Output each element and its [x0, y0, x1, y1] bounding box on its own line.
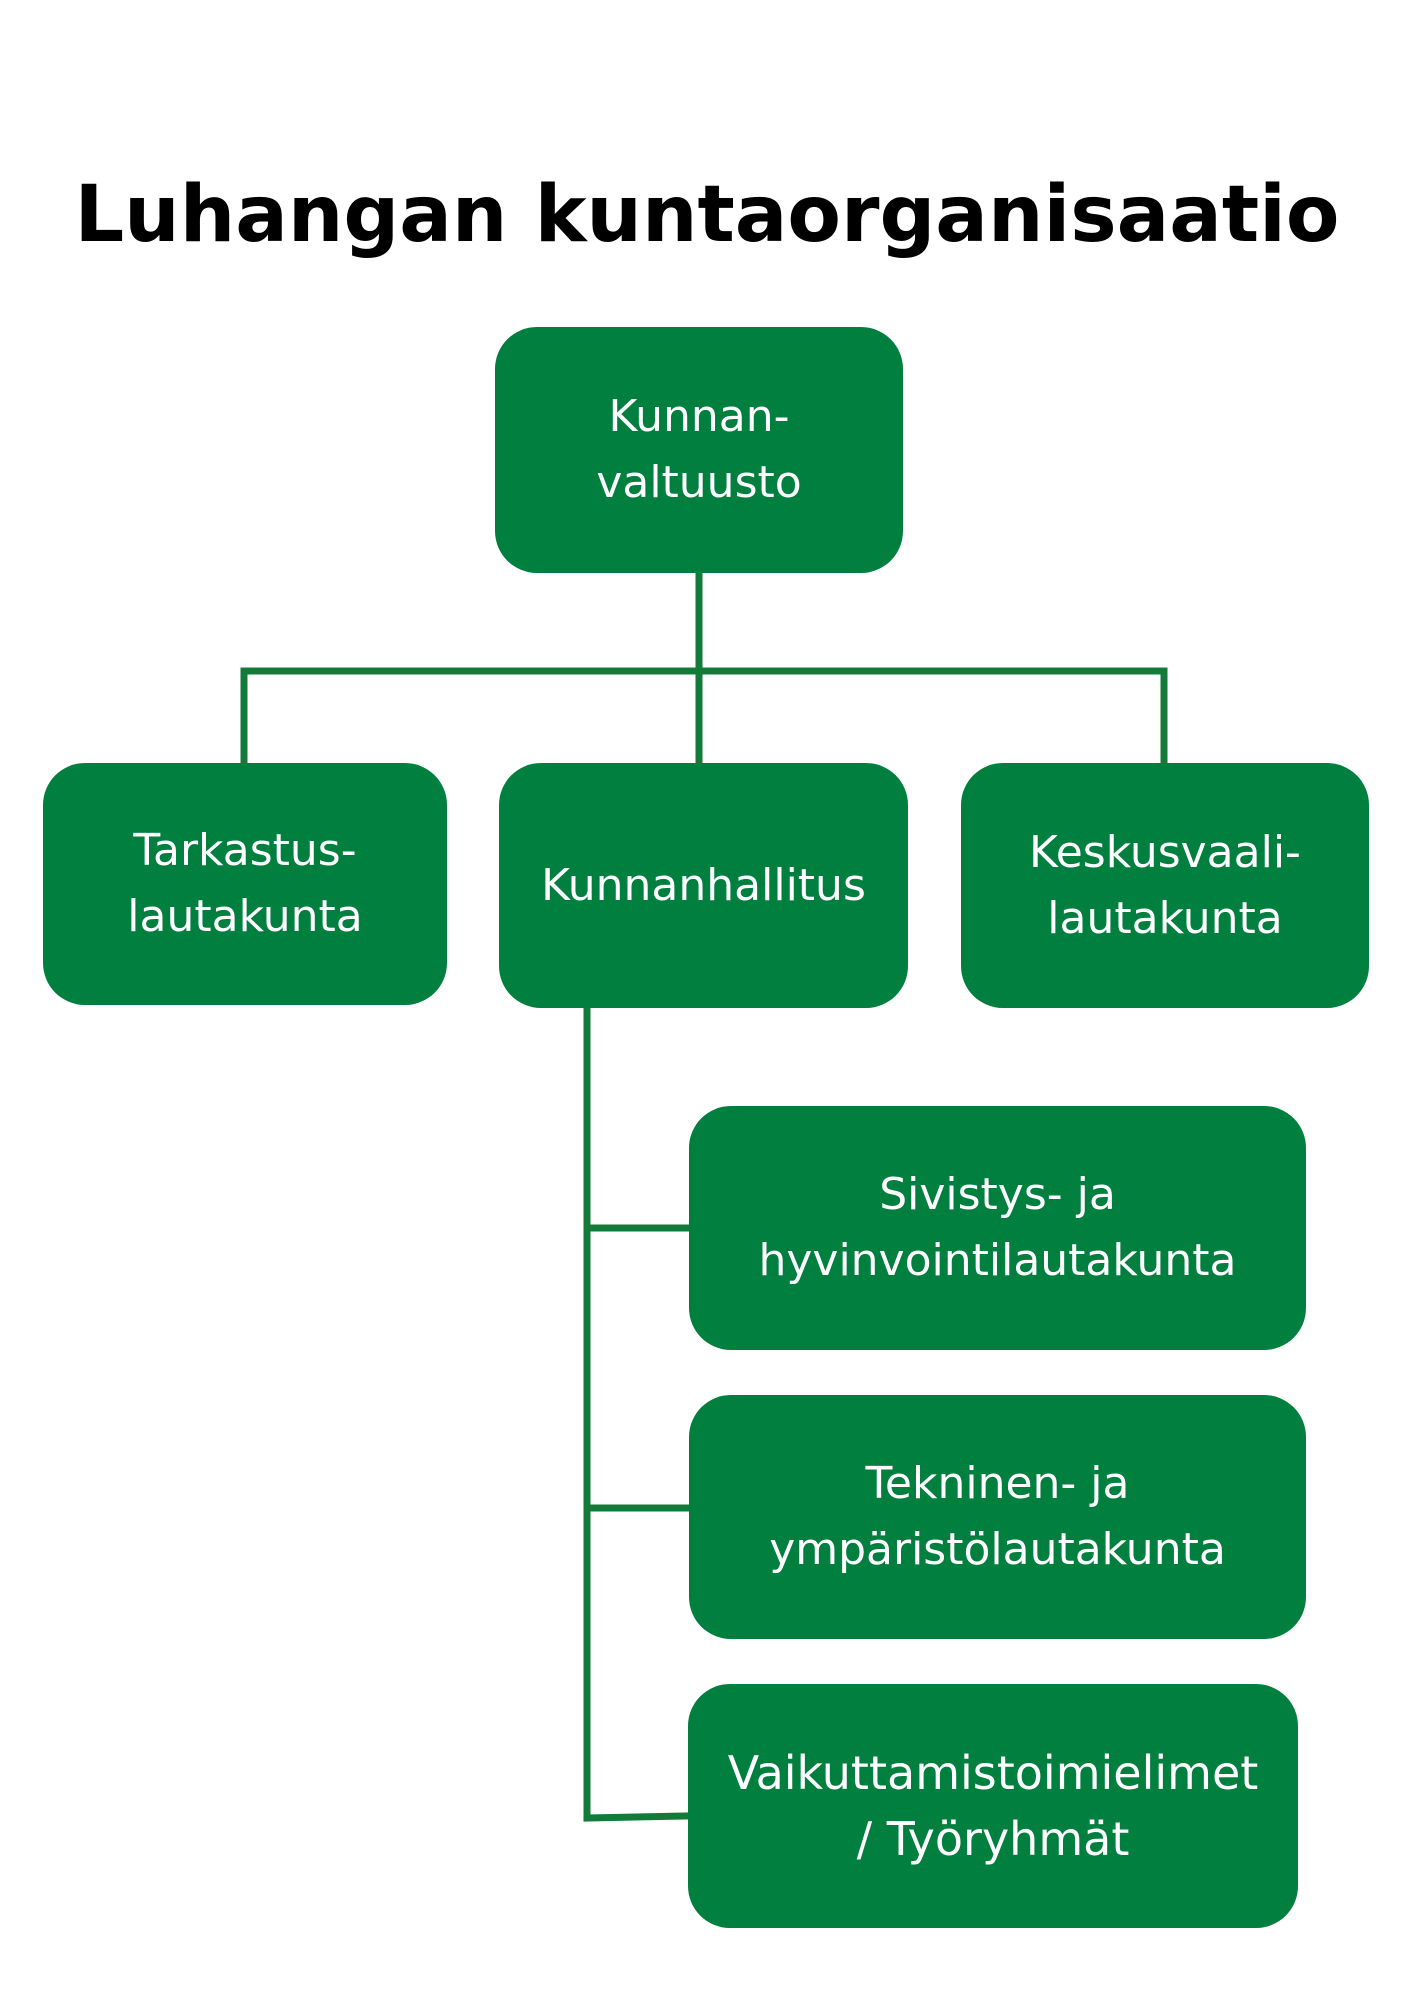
node-label-line: Kunnanhallitus: [541, 859, 866, 911]
node-label-line: lautakunta: [1047, 892, 1283, 944]
node-label-line: hyvinvointilautakunta: [758, 1235, 1237, 1286]
node-label-line: Kunnan-: [608, 391, 790, 442]
node-label-line: Sivistys- ja: [879, 1169, 1116, 1220]
node-keskusvaalilautakunta: Keskusvaali- lautakunta: [961, 763, 1369, 1008]
node-tekninen-ja-ymparistolautakunta: Tekninen- ja ympäristölautakunta: [689, 1395, 1306, 1639]
node-sivistys-ja-hyvinvointilautakunta: Sivistys- ja hyvinvointilautakunta: [689, 1106, 1306, 1350]
node-tarkastuslautakunta: Tarkastus- lautakunta: [43, 763, 447, 1005]
connector-branch-vaikuttamis: [583, 1812, 692, 1822]
node-label-line: Tekninen- ja: [865, 1458, 1130, 1509]
node-kunnanvaltuusto: Kunnan- valtuusto: [495, 327, 903, 573]
node-label-line: / Työryhmät: [856, 1812, 1130, 1866]
page-title: Luhangan kuntaorganisaatio: [74, 170, 1340, 260]
node-label-line: Vaikuttamistoimielimet: [727, 1746, 1259, 1800]
node-vaikuttamistoimielimet-tyoryhmat: Vaikuttamistoimielimet / Työryhmät: [688, 1684, 1298, 1928]
node-label-line: Keskusvaali-: [1029, 826, 1301, 878]
node-label-line: Tarkastus-: [133, 825, 357, 876]
node-kunnanhallitus: Kunnanhallitus: [499, 763, 908, 1008]
node-label-line: lautakunta: [127, 891, 363, 942]
node-label-line: valtuusto: [596, 457, 802, 508]
node-label-line: ympäristölautakunta: [769, 1524, 1226, 1575]
